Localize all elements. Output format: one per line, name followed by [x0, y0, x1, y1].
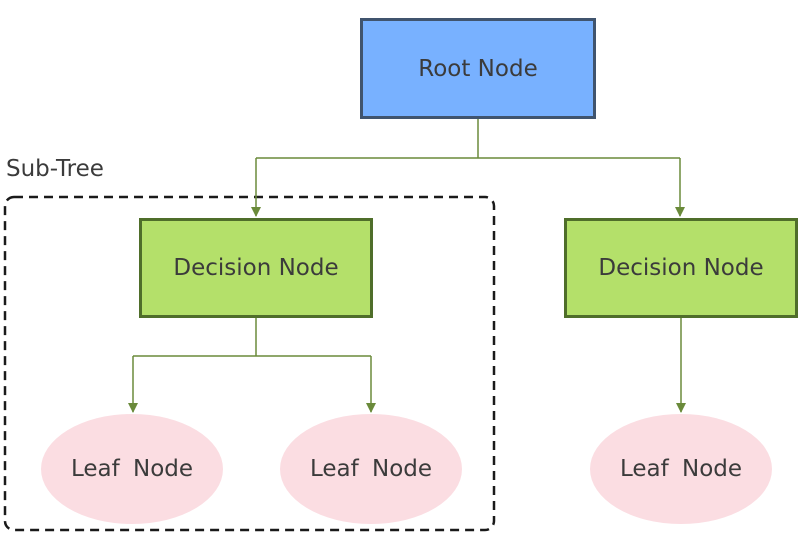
subtree-label: Sub-Tree — [6, 156, 104, 182]
decision-node-right: Decision Node — [564, 218, 798, 318]
leaf-node-1: Leaf Node — [41, 414, 223, 524]
subtree-boundary — [3, 195, 496, 532]
leaf-node-2: Leaf Node — [280, 414, 462, 524]
decision-node-left: Decision Node — [139, 218, 373, 318]
root-node: Root Node — [360, 18, 596, 119]
leaf-node-3: Leaf Node — [590, 414, 772, 524]
